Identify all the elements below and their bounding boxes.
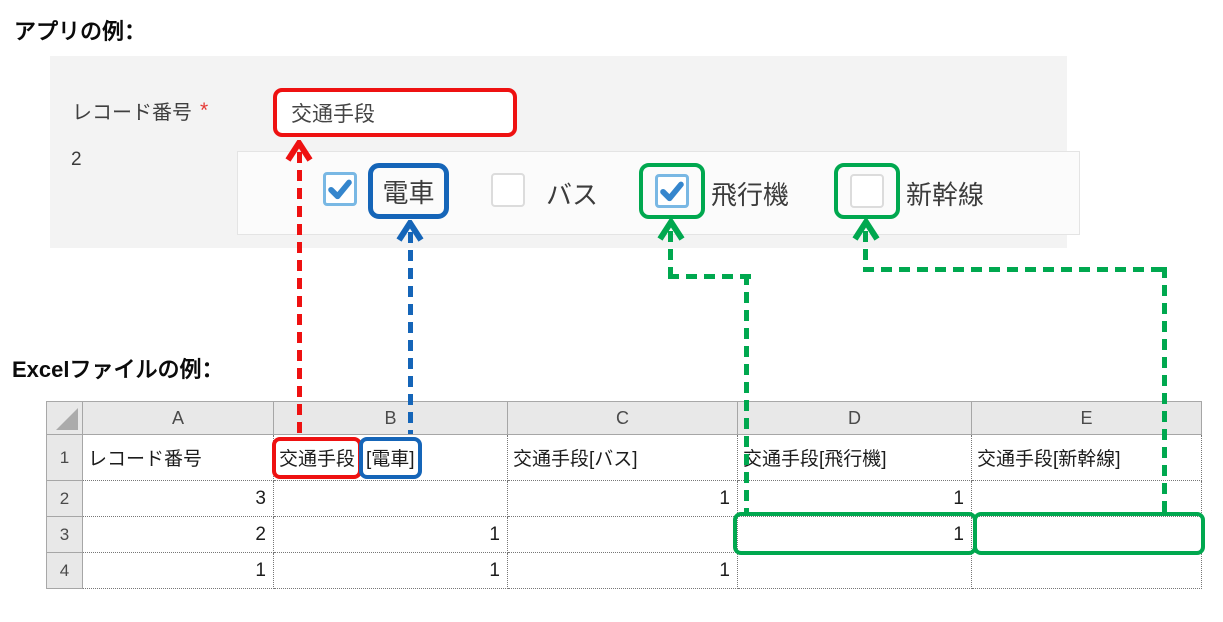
excel-section-title: Excelファイルの例： xyxy=(12,357,224,382)
green-arrowhead-up-icon-airplane xyxy=(656,219,686,241)
train-label-highlight-box: 電車 xyxy=(368,163,449,219)
record-number-value: 2 xyxy=(71,149,82,170)
b1-red-boxed-part: 交通手段 xyxy=(272,436,363,479)
checkbox-label-bus: バス xyxy=(546,180,599,210)
checkbox-train[interactable] xyxy=(323,172,357,206)
row-header-1[interactable]: 1 xyxy=(47,435,83,481)
cell-C1[interactable]: 交通手段[バス] xyxy=(508,435,738,481)
checkbox-label-train: 電車 xyxy=(382,177,435,208)
excel-spreadsheet: A B C D E 1 レコード番号 交通手段 [電車] 交通手段[バス] 交通… xyxy=(46,401,1202,589)
checkbox-shinkansen[interactable] xyxy=(850,174,884,208)
blue-arrowhead-up-icon xyxy=(395,220,425,242)
cell-D2[interactable]: 1 xyxy=(738,481,972,517)
checkbox-airplane[interactable] xyxy=(655,174,689,208)
b1-blue-boxed-part: [電車] xyxy=(359,436,422,479)
cell-A4[interactable]: 1 xyxy=(83,553,274,589)
cell-C4[interactable]: 1 xyxy=(508,553,738,589)
highlight-box-cell-e3 xyxy=(973,512,1205,555)
checkbox-label-shinkansen: 新幹線 xyxy=(906,180,985,210)
cell-E4[interactable] xyxy=(972,553,1202,589)
required-asterisk: * xyxy=(200,98,209,122)
red-dashed-connector xyxy=(297,152,302,434)
select-all-corner[interactable] xyxy=(47,402,83,435)
green-dashed-connector-airplane-h xyxy=(668,274,751,279)
row-header-2[interactable]: 2 xyxy=(47,481,83,517)
green-dashed-connector-airplane-v2 xyxy=(744,274,749,512)
transport-checkbox-group: 電車 バス 飛行機 新幹線 xyxy=(237,151,1080,235)
green-dashed-connector-airplane-v1 xyxy=(668,231,673,279)
cell-B4[interactable]: 1 xyxy=(274,553,508,589)
checkbox-label-airplane: 飛行機 xyxy=(711,180,790,210)
cell-A1[interactable]: レコード番号 xyxy=(83,435,274,481)
checkbox-bus[interactable] xyxy=(491,173,525,207)
cell-B2[interactable] xyxy=(274,481,508,517)
green-dashed-connector-shinkansen-h xyxy=(863,267,1167,272)
blue-dashed-connector xyxy=(408,232,413,434)
column-header-c[interactable]: C xyxy=(508,402,738,435)
field-label-row: レコード番号 * xyxy=(72,96,208,125)
cell-B1[interactable]: 交通手段 [電車] xyxy=(272,435,508,481)
check-icon xyxy=(660,181,684,202)
highlight-box-cell-d3 xyxy=(733,512,977,555)
cell-B3[interactable]: 1 xyxy=(274,517,508,553)
cell-E1[interactable]: 交通手段[新幹線] xyxy=(972,435,1202,481)
cell-D3[interactable]: 1 xyxy=(738,517,972,553)
check-icon xyxy=(328,179,352,200)
column-header-d[interactable]: D xyxy=(738,402,972,435)
column-header-a[interactable]: A xyxy=(83,402,274,435)
app-section-title: アプリの例： xyxy=(14,19,147,44)
cell-C2[interactable]: 1 xyxy=(508,481,738,517)
cell-D4[interactable] xyxy=(738,553,972,589)
record-number-field-value[interactable]: 交通手段 xyxy=(273,88,517,137)
cell-E3[interactable] xyxy=(972,517,1202,553)
column-header-e[interactable]: E xyxy=(972,402,1202,435)
cell-A2[interactable]: 3 xyxy=(83,481,274,517)
app-form-panel: レコード番号 * 交通手段 2 電車 バス xyxy=(50,56,1080,248)
row-header-3[interactable]: 3 xyxy=(47,517,83,553)
red-arrowhead-up-icon xyxy=(284,140,314,162)
field-value-text: 交通手段 xyxy=(291,102,375,126)
green-dashed-connector-shinkansen-v1 xyxy=(863,231,868,272)
row-header-4[interactable]: 4 xyxy=(47,553,83,589)
shinkansen-checkbox-highlight-box xyxy=(834,163,900,219)
column-header-b[interactable]: B xyxy=(274,402,508,435)
green-dashed-connector-shinkansen-v2 xyxy=(1162,267,1167,512)
green-arrowhead-up-icon-shinkansen xyxy=(851,219,881,241)
cell-C3[interactable] xyxy=(508,517,738,553)
airplane-checkbox-highlight-box xyxy=(639,163,705,219)
select-all-triangle-icon xyxy=(56,408,78,430)
cell-A3[interactable]: 2 xyxy=(83,517,274,553)
cell-D1[interactable]: 交通手段[飛行機] xyxy=(738,435,972,481)
record-number-field-label: レコード番号 xyxy=(72,102,192,124)
